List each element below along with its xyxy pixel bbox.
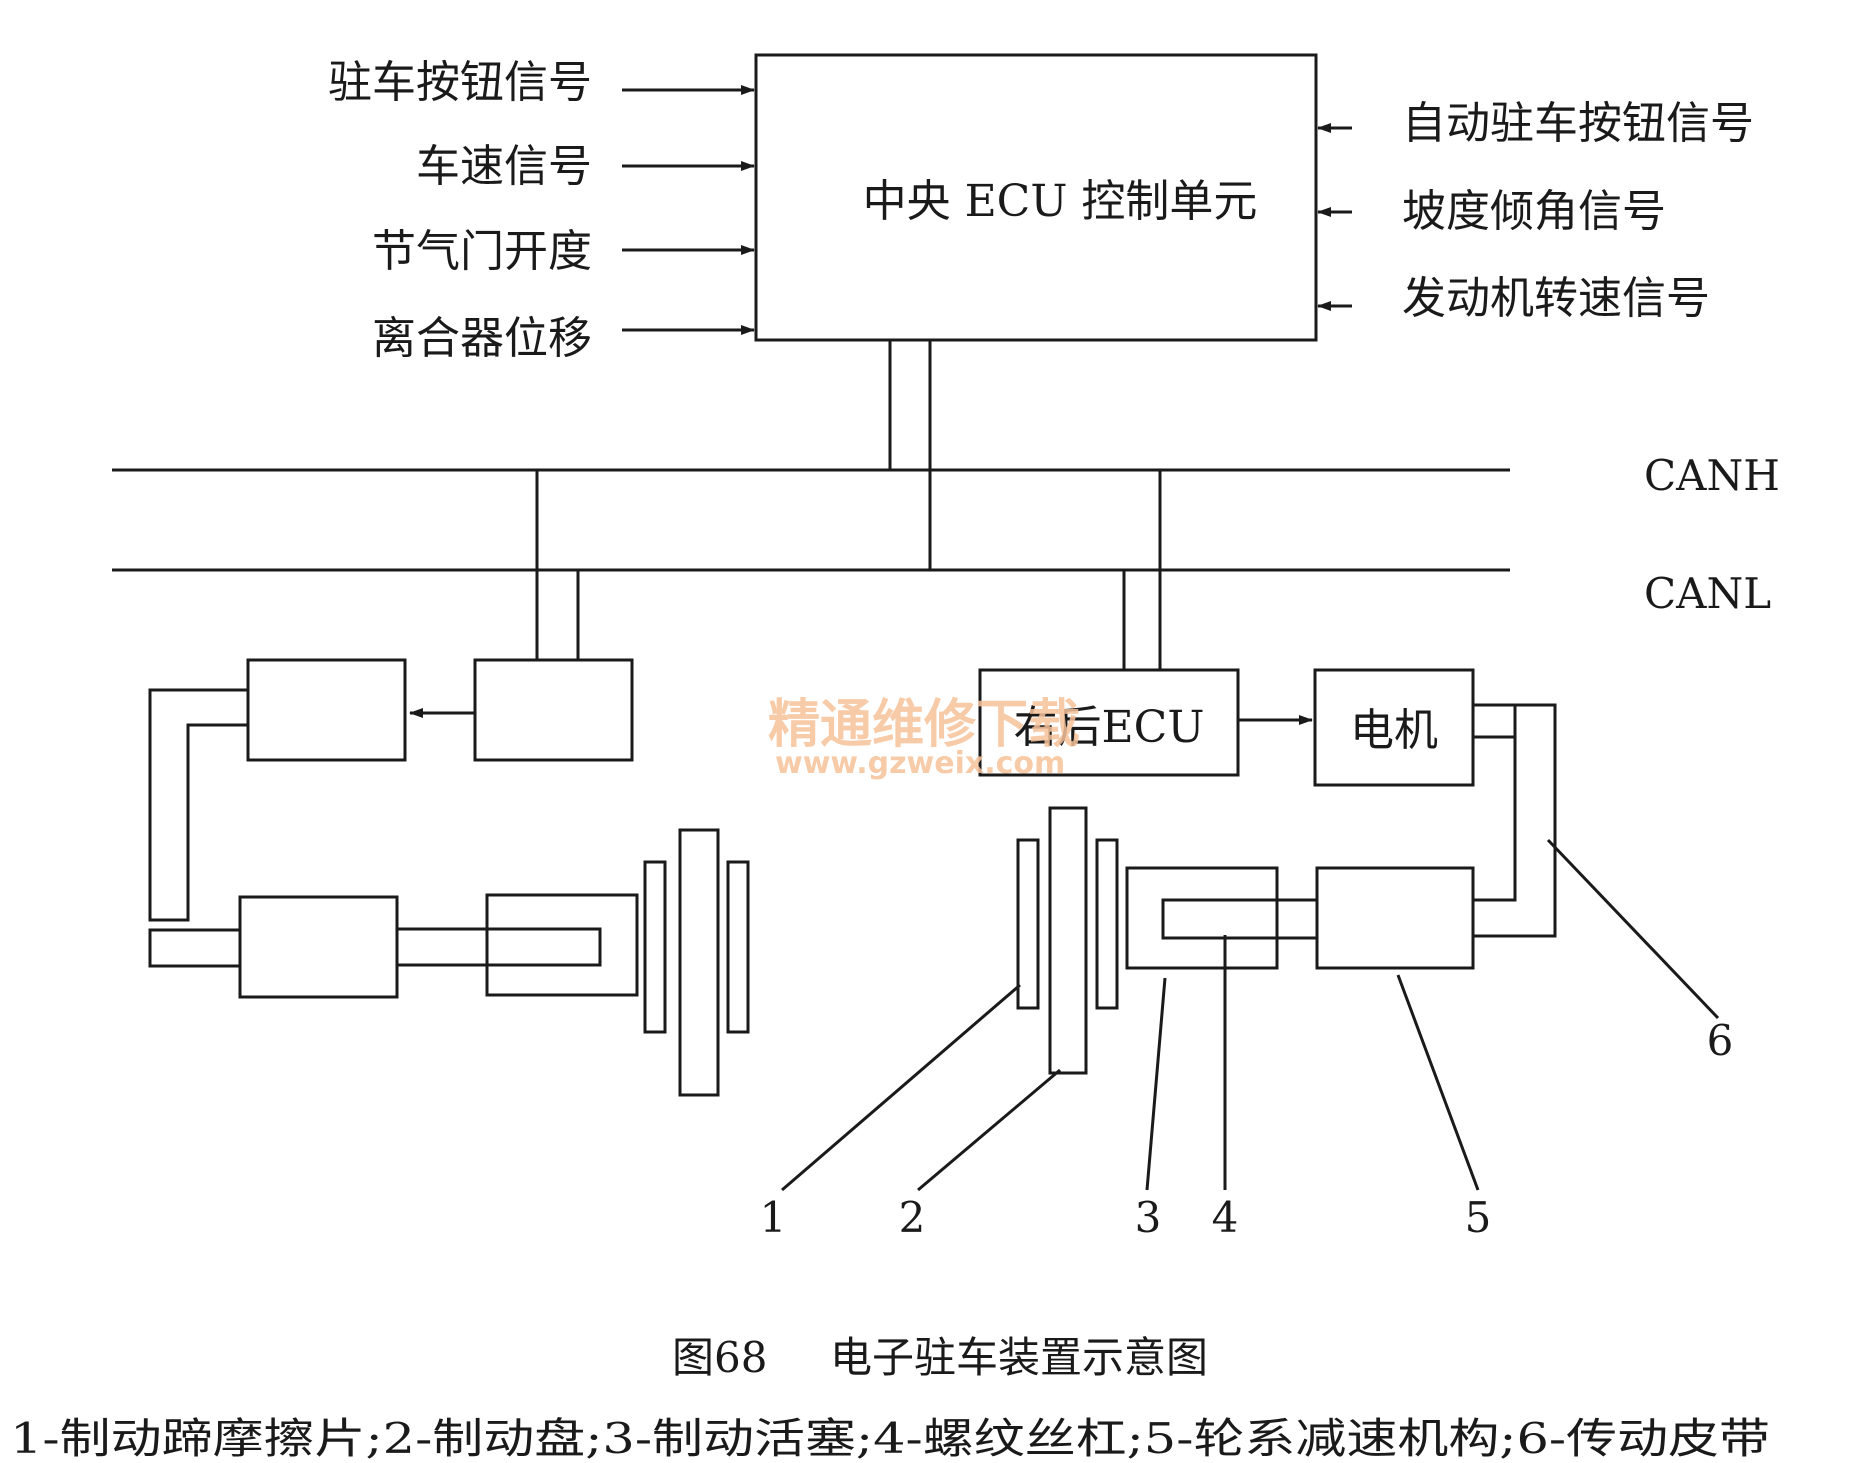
figure-number: 图68: [672, 1333, 767, 1382]
figure-legend: 1-制动蹄摩擦片;2-制动盘;3-制动活塞;4-螺纹丝杠;5-轮系减速机构;6-…: [10, 1414, 1770, 1463]
input-auto-parking-button-signal: 自动驻车按钮信号: [1402, 98, 1754, 149]
brake-piston: [1125, 866, 1279, 970]
input-clutch-displacement: 离合器位移: [372, 313, 592, 364]
drive-belt: [1473, 703, 1557, 938]
right-brake-assembly: [1016, 806, 1475, 1075]
leader-lines: [781, 838, 1720, 1192]
figure-caption: 图68 电子驻车装置示意图 1-制动蹄摩擦片;2-制动盘;3-制动活塞;4-螺纹…: [10, 1333, 1770, 1463]
part-number-3: 3: [1135, 1193, 1162, 1242]
right-rear-ecu-box: [978, 668, 1240, 777]
brake-disc: [1048, 806, 1088, 1075]
part-number-2: 2: [899, 1193, 926, 1242]
part-numbers: 1 2 3 4 5 6: [760, 1016, 1734, 1242]
canl-label: CANL: [1644, 569, 1771, 618]
left-inputs: 驻车按钮信号 车速信号 节气门开度 离合器位移: [328, 57, 755, 364]
canh-label: CANH: [1644, 451, 1780, 500]
motor: 电机: [1313, 668, 1517, 787]
left-connector-pipe: [148, 688, 248, 922]
input-engine-speed-signal: 发动机转速信号: [1402, 273, 1710, 324]
brake-pad-outer: [1095, 838, 1119, 1010]
right-rear-ecu: 右后ECU: [978, 470, 1313, 777]
left-brake-pad-outer: [726, 860, 750, 1034]
figure-title: 电子驻车装置示意图: [830, 1333, 1208, 1382]
motor-label: 电机: [1350, 705, 1438, 756]
threaded-screw: [1161, 898, 1319, 940]
input-parking-button-signal: 驻车按钮信号: [328, 57, 592, 108]
central-ecu-label: 中央 ECU 控制单元: [863, 176, 1258, 227]
input-slope-angle-signal: 坡度倾角信号: [1402, 186, 1666, 237]
left-actuator-box: [246, 658, 407, 762]
input-vehicle-speed-signal: 车速信号: [416, 141, 592, 192]
central-ecu: 中央 ECU 控制单元: [754, 53, 1318, 342]
part-number-4: 4: [1212, 1193, 1239, 1242]
gear-reduction-mechanism: [1315, 866, 1475, 970]
part-number-6: 6: [1707, 1016, 1734, 1065]
central-ecu-box: [754, 53, 1318, 342]
motor-shaft: [1471, 703, 1517, 739]
central-ecu-bus-connector: [888, 340, 932, 570]
left-lower-actuator-box: [238, 895, 399, 999]
input-throttle-opening: 节气门开度: [372, 226, 592, 277]
right-rear-ecu-label: 右后ECU: [1014, 702, 1205, 753]
watermark: 精通维修下载 www.gzweix.com: [768, 695, 1080, 781]
left-rear-ecu-box: [473, 658, 634, 762]
watermark-url: www.gzweix.com: [775, 746, 1065, 781]
right-inputs: 自动驻车按钮信号 坡度倾角信号 发动机转速信号: [1317, 98, 1754, 324]
part-number-5: 5: [1465, 1193, 1492, 1242]
brake-friction-pad: [1016, 838, 1040, 1010]
left-brake-disc: [678, 828, 720, 1097]
watermark-title: 精通维修下载: [768, 695, 1080, 755]
part-number-1: 1: [760, 1193, 787, 1242]
left-brake-pad-inner: [643, 860, 667, 1034]
can-bus: CANH CANL: [112, 451, 1780, 618]
left-wheel-assembly: [148, 470, 750, 1097]
